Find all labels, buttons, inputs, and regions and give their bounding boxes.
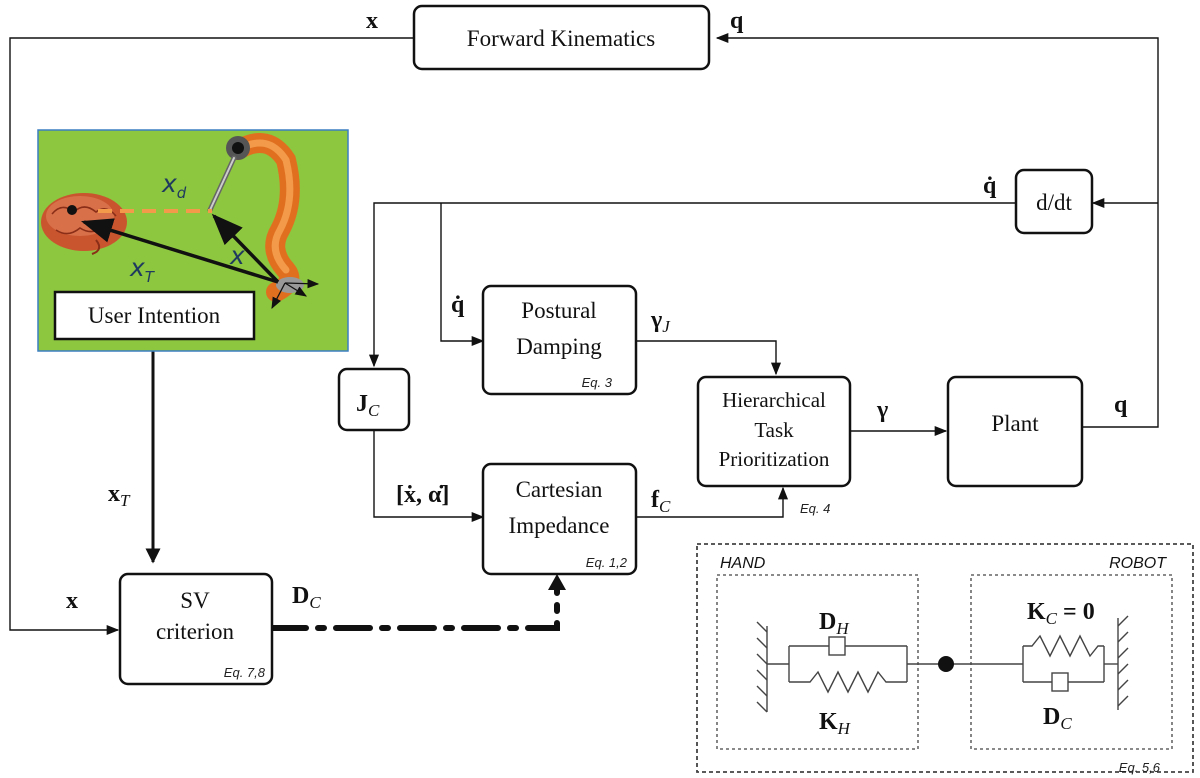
hierarchical-label-1: Hierarchical (722, 388, 826, 412)
block-cartesian-impedance: Cartesian Impedance Eq. 1,2 (481, 462, 638, 576)
coupling-point (938, 656, 954, 672)
block-ddt: d/dt (1014, 168, 1094, 235)
inset-eq: Eq. 5,6 (1119, 760, 1161, 775)
block-sv-criterion: SV criterion Eq. 7,8 (118, 572, 274, 686)
hand-wall (756, 621, 768, 713)
sv-label-2: criterion (156, 619, 234, 644)
plant-label: Plant (991, 411, 1039, 436)
hierarchical-label-3: Prioritization (719, 447, 830, 471)
hand-damper-spring (767, 636, 1023, 694)
line-qdot-to-jc (368, 202, 1016, 368)
line-dc-dashdot (269, 579, 560, 631)
ddt-label: d/dt (1036, 190, 1072, 215)
block-postural-damping: Postural Damping Eq. 3 (481, 284, 638, 396)
hierarchical-eq: Eq. 4 (800, 501, 830, 516)
block-jc: JC (337, 367, 411, 432)
inset-robot-label: ROBOT (1109, 555, 1167, 572)
signal-gamma-j: γJ (650, 307, 671, 336)
signal-q-plant: q (1114, 392, 1128, 418)
jc-label: JC (356, 391, 380, 420)
robot-wall (1117, 615, 1129, 710)
line-qdot-to-postural (440, 203, 485, 347)
hierarchical-label-2: Task (754, 418, 794, 442)
signal-x-sv: x (66, 588, 78, 614)
postural-label-1: Postural (521, 298, 596, 323)
inset-dc: DC (1043, 704, 1072, 733)
illus-x: x (229, 241, 245, 270)
inset-dh: DH (819, 609, 850, 638)
forward-kinematics-label: Forward Kinematics (467, 26, 655, 51)
block-forward-kinematics: Forward Kinematics (412, 4, 711, 71)
signal-xdot-alphadot: [ẋ, α̇] (396, 482, 449, 508)
signal-x-top: x (366, 8, 378, 34)
illus-xt: xT (129, 253, 156, 286)
signal-qdot-top: q̇ (983, 173, 997, 199)
signal-lines (9, 32, 1159, 636)
cartesian-eq: Eq. 1,2 (586, 555, 628, 570)
hand-robot-inset: HAND ROBOT Eq. 5,6 (696, 543, 1194, 775)
block-plant: Plant (946, 375, 1084, 488)
signal-q-top: q (730, 8, 744, 34)
sv-label-1: SV (180, 588, 210, 613)
inset-kc: KC = 0 (1027, 599, 1095, 628)
signal-dc: DC (292, 583, 321, 612)
postural-label-2: Damping (516, 334, 602, 359)
user-intention-illustration: xd xT x User Intention (37, 129, 349, 352)
sv-eq: Eq. 7,8 (224, 665, 266, 680)
inset-hand-label: HAND (720, 555, 766, 572)
line-fc (636, 486, 789, 518)
line-jc-to-cartesian (373, 430, 485, 523)
signal-qdot-postural: q̇ (451, 292, 465, 318)
postural-eq: Eq. 3 (582, 375, 613, 390)
signal-fc: fC (651, 487, 671, 516)
signal-xt: xT (108, 481, 131, 510)
line-q-feedback (715, 32, 1159, 428)
signal-gamma: γ (876, 397, 888, 423)
block-hierarchical: Hierarchical Task Prioritization (696, 375, 852, 488)
user-intention-label: User Intention (88, 303, 221, 328)
inset-kh: KH (819, 709, 852, 738)
illus-xd: xd (161, 169, 187, 202)
line-gammaj (636, 340, 782, 376)
robot-spring-damper (1022, 634, 1118, 692)
cartesian-label-1: Cartesian (516, 477, 603, 502)
line-x-feedback (9, 37, 414, 636)
cartesian-label-2: Impedance (509, 513, 610, 538)
arrowhead-dc (548, 574, 566, 590)
